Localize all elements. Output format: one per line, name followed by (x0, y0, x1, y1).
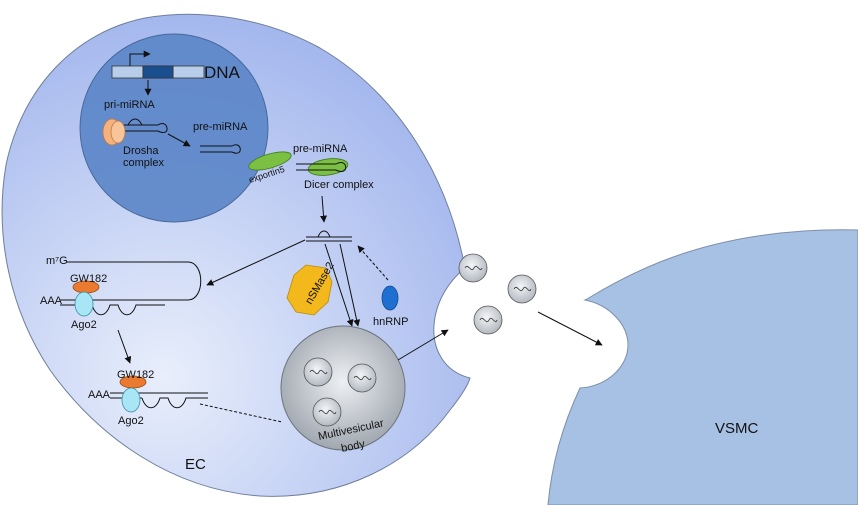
aaa-top-label: AAA (40, 295, 63, 307)
arrow-hnrnp-to-duplex (357, 245, 389, 281)
hnrnp-protein (381, 285, 399, 311)
pre-mirna-nucleus-label: pre-miRNA (193, 121, 248, 133)
pre-mirna-nucleus-hairpin (200, 144, 241, 154)
mvb-vesicle (347, 363, 377, 393)
vsmc-cell (547, 229, 858, 505)
ago2-bottom (121, 387, 141, 413)
arrow-mvb-to-membrane (397, 329, 449, 361)
arrow-duplex-to-mvb-2 (339, 243, 361, 327)
mvb-vesicle (303, 357, 333, 387)
mirna-duplex (306, 230, 352, 242)
multivesicular-body (280, 325, 406, 451)
m7g-label: m⁷G (46, 255, 68, 267)
ago2-top (74, 291, 94, 317)
exportin5-protein (248, 151, 292, 171)
dna-label: DNA (204, 63, 241, 82)
body-label: body (340, 438, 366, 455)
nsmase2-protein (286, 264, 333, 316)
ec-label: EC (185, 456, 206, 473)
pre-mirna-cyto-hairpin (296, 162, 347, 172)
aaa-bottom-label: AAA (88, 389, 111, 401)
arrow-mrna-top-to-bottom (117, 329, 132, 364)
arrow-exosome-to-vsmc (537, 311, 603, 346)
arrow-duplex-to-mvb-1 (324, 243, 354, 327)
hnrnp-label: hnRNP (373, 316, 408, 328)
nucleus (79, 33, 269, 223)
pri-mirna-label: pri-miRNA (104, 99, 155, 111)
exosome (458, 253, 488, 283)
complex-label: complex (123, 157, 164, 169)
exosome (507, 274, 537, 304)
arrow-duplex-to-mrna (206, 239, 306, 286)
gw182-top-label: GW182 (70, 273, 107, 285)
vsmc-label: VSMC (715, 420, 759, 437)
gw182-bottom-label: GW182 (117, 369, 154, 381)
exosome (473, 305, 503, 335)
drosha-label: Drosha (123, 145, 159, 157)
dicer-complex-label: Dicer complex (304, 179, 374, 191)
ago2-top-label: Ago2 (71, 319, 97, 331)
pre-mirna-cyto-label: pre-miRNA (293, 143, 348, 155)
mvb-vesicle (312, 397, 342, 427)
dna-gene (111, 50, 205, 79)
arrow-dicer-to-duplex (320, 195, 328, 223)
ago2-bottom-label: Ago2 (118, 415, 144, 427)
arrow-pri-to-pre (167, 133, 191, 147)
dashed-link-mvb (199, 403, 283, 423)
drosha-protein-2 (110, 120, 126, 144)
